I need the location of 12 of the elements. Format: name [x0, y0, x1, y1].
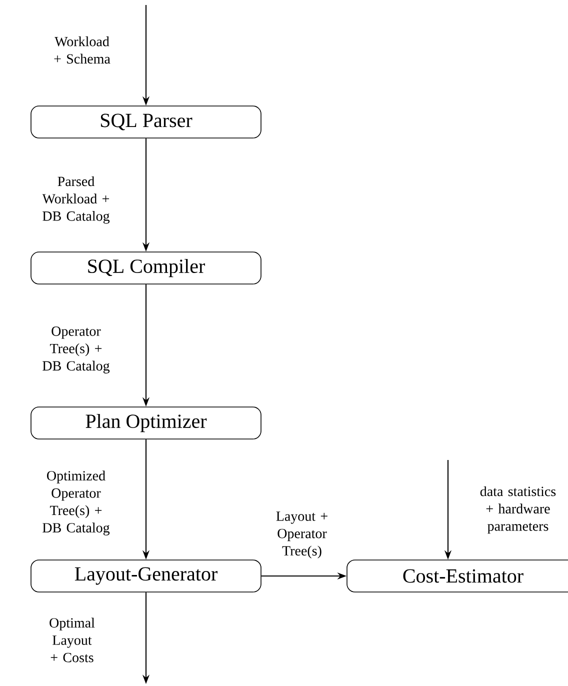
edge-label: Parsed Workload + DB Catalog — [42, 176, 110, 224]
edge-label: Layout + Operator Tree(s) — [276, 512, 328, 558]
process-box: SQL Compiler — [30, 252, 262, 284]
edge-label: Operator Tree(s) + DB Catalog — [42, 326, 110, 374]
edge-label: Workload + Schema — [54, 36, 110, 64]
process-box: Cost-Estimator — [346, 560, 568, 592]
process-box: Layout-Generator — [30, 560, 262, 592]
process-box: SQL Parser — [30, 106, 262, 138]
edge-label: Optimized Operator Tree(s) + DB Catalog — [42, 470, 110, 536]
edge-label: Optimal Layout + Costs — [50, 618, 95, 662]
edge-label: data statistics + hardware parameters — [480, 486, 556, 534]
process-box: Plan Optimizer — [30, 406, 262, 440]
